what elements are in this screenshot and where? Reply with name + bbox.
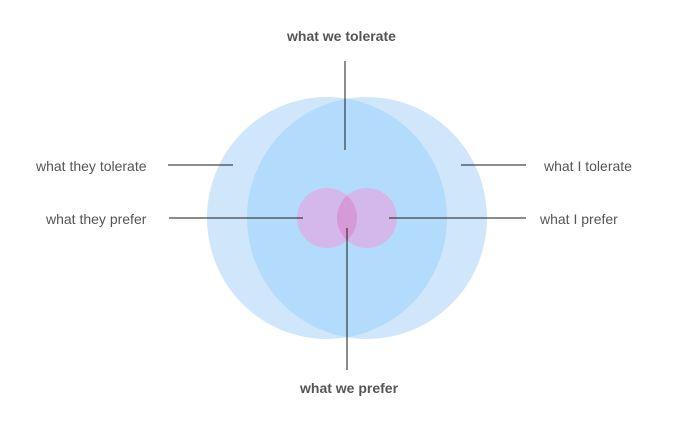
i-prefer-label: what I prefer (540, 211, 618, 227)
we-prefer-label: what we prefer (300, 380, 399, 396)
they-prefer-label: what they prefer (46, 211, 147, 227)
they-tolerate-label: what they tolerate (36, 158, 147, 174)
i-tolerate-label: what I tolerate (544, 158, 632, 174)
shared-preference-region (337, 188, 357, 248)
we-tolerate-label: what we tolerate (287, 28, 396, 44)
